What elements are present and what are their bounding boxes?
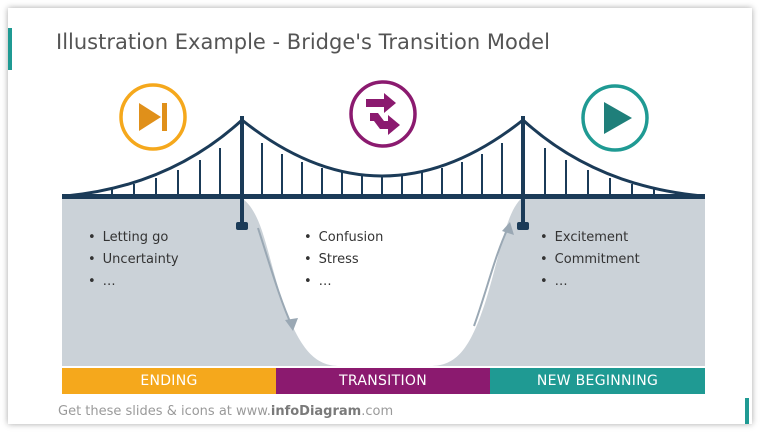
list-item: Commitment — [540, 249, 640, 271]
phase-new-beginning-bar: NEW BEGINNING — [490, 368, 705, 394]
list-item: … — [540, 271, 640, 293]
left-accent-bar — [8, 28, 12, 70]
footer-credit: Get these slides & icons at www.infoDiag… — [58, 404, 393, 419]
new-beginning-bullet-list: Excitement Commitment … — [540, 227, 640, 293]
descent-arrow — [257, 227, 298, 331]
footer-prefix: Get these slides & icons at www. — [58, 404, 271, 419]
transition-arrows-icon — [349, 80, 417, 148]
phase-transition-bar: TRANSITION — [276, 368, 490, 394]
footer-suffix: .com — [361, 404, 394, 419]
bridge-hangers — [89, 143, 677, 196]
skip-forward-icon — [119, 83, 187, 151]
ascent-arrow — [473, 222, 514, 327]
slide-title: Illustration Example - Bridge's Transiti… — [56, 30, 550, 54]
footer-brand: infoDiagram — [270, 404, 362, 419]
list-item: … — [304, 271, 383, 293]
list-item: Stress — [304, 249, 383, 271]
list-item: … — [88, 271, 179, 293]
list-item: Letting go — [88, 227, 179, 249]
play-icon — [581, 84, 649, 152]
list-item: Confusion — [304, 227, 384, 249]
bridge-cables — [65, 118, 703, 198]
list-item: Uncertainty — [88, 249, 179, 271]
ending-bullet-list: Letting go Uncertainty … — [88, 227, 179, 293]
list-item: Excitement — [540, 227, 640, 249]
phase-ending-bar: ENDING — [62, 368, 276, 394]
bridge-deck — [62, 194, 705, 199]
right-accent-bar — [745, 398, 749, 424]
bridge-towers — [236, 116, 529, 230]
transition-bullet-list: Confusion Stress … — [304, 227, 384, 293]
